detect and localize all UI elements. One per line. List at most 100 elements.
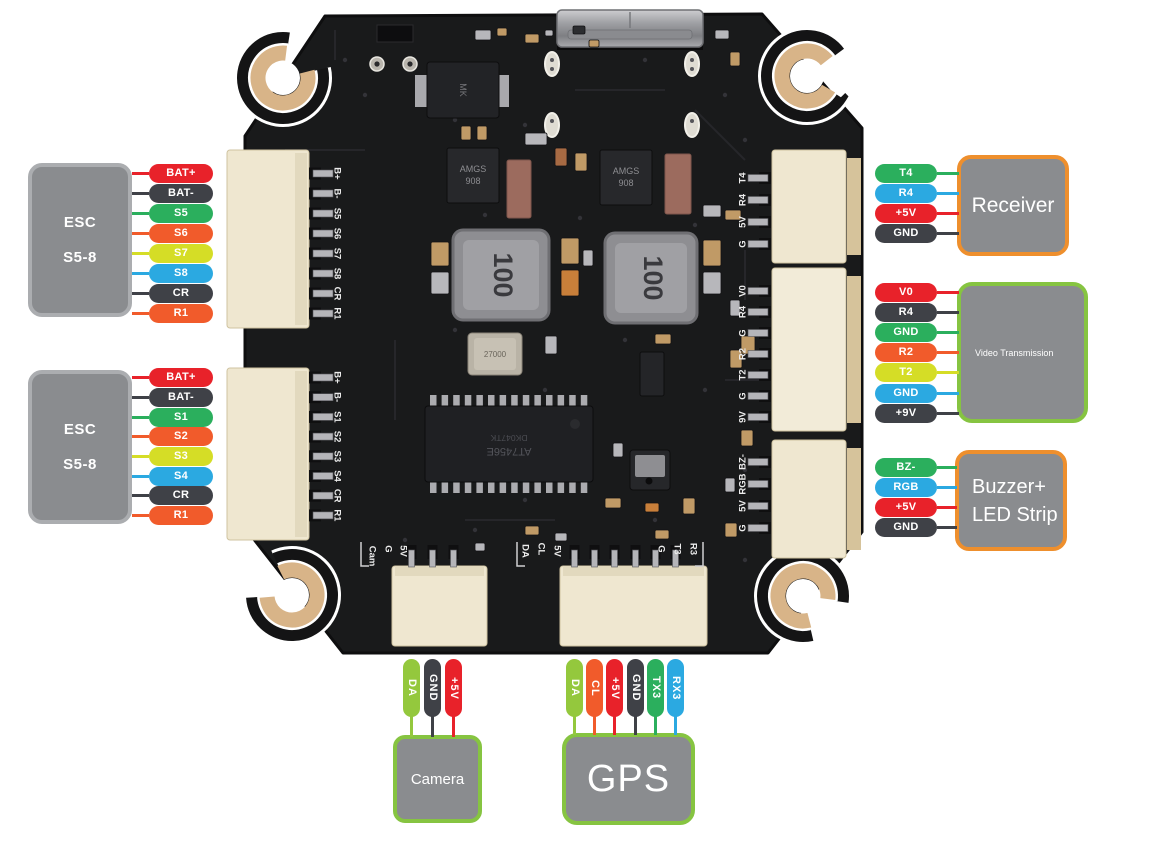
pin-label: GND xyxy=(893,521,919,533)
silkscreen-left_top-S8: S8 xyxy=(331,268,342,280)
pin-pill-gps-CL: CL xyxy=(586,659,603,717)
silkscreen-left_bottom-B-: B- xyxy=(331,392,342,402)
wire-buzzer-GND xyxy=(937,526,957,529)
silkscreen-left_bottom-S4: S4 xyxy=(331,470,342,482)
svg-text:MK: MK xyxy=(458,83,468,97)
svg-text:AMGS: AMGS xyxy=(613,166,640,176)
silkscreen-bottom_right-R3: R3 xyxy=(687,543,698,555)
silkscreen-left_bottom-CR: CR xyxy=(331,489,342,503)
wire-camera-GND xyxy=(431,716,434,737)
silkscreen-left_top-R1: R1 xyxy=(331,307,342,320)
pin-pill-receiver-T4: T4 xyxy=(875,164,937,183)
pin-label: GND xyxy=(893,387,919,399)
silkscreen-left_top-CR: CR xyxy=(331,287,342,301)
wire-esc_bottom-S4 xyxy=(132,475,149,478)
pin-pill-esc_bottom-S4: S4 xyxy=(149,467,213,486)
pin-pill-esc_bottom-R1: R1 xyxy=(149,506,213,525)
silkscreen-right_middle-R4: R4 xyxy=(738,305,749,318)
pin-pill-video-+9V: +9V xyxy=(875,404,937,423)
regulator-mosfet-chip: MK xyxy=(415,61,509,119)
pin-label: GND xyxy=(427,674,439,702)
pin-pill-gps-+5V: +5V xyxy=(606,659,623,717)
wire-video-+9V xyxy=(937,412,959,415)
wire-gps-+5V xyxy=(613,716,616,735)
svg-text:908: 908 xyxy=(465,176,480,186)
receiver-connector xyxy=(771,149,847,264)
pin-pill-gps-GND: GND xyxy=(627,659,644,717)
pin-pill-esc_bottom-S1: S1 xyxy=(149,408,213,427)
svg-text:DK047TK: DK047TK xyxy=(490,433,527,443)
pin-label: DA xyxy=(406,679,418,697)
pin-pill-receiver-+5V: +5V xyxy=(875,204,937,223)
wire-esc_bottom-R1 xyxy=(132,514,149,517)
pin-label: +9V xyxy=(895,407,917,419)
svg-text:100: 100 xyxy=(488,252,518,297)
wire-esc_top-R1 xyxy=(132,312,149,315)
pin-label: R1 xyxy=(173,509,189,521)
buzzer-label-line1: Buzzer+ xyxy=(972,475,1046,498)
barometer-sensor xyxy=(629,449,671,491)
pin-label: GND xyxy=(893,326,919,338)
video-transmission-label: Video Transmission xyxy=(975,347,1054,358)
receiver-label: Receiver xyxy=(971,193,1055,217)
wire-esc_top-BAT- xyxy=(132,192,149,195)
pin-pill-gps-DA: DA xyxy=(566,659,583,717)
silkscreen-right_middle-R2: R2 xyxy=(738,348,749,360)
silkscreen-right_middle-G: G xyxy=(738,392,749,399)
wire-esc_top-BAT+ xyxy=(132,172,149,175)
esc-top-label-2: S5-8 xyxy=(63,249,97,266)
wire-esc_bottom-BAT+ xyxy=(132,376,149,379)
osd-chip: AT7456E DK047TK xyxy=(424,395,594,493)
silkscreen-left_top-S6: S6 xyxy=(331,228,342,240)
wire-receiver-T4 xyxy=(937,172,959,175)
wire-esc_top-S6 xyxy=(132,232,149,235)
pin-label: S8 xyxy=(173,267,189,279)
buzzer-led-label: Buzzer+ LED Strip xyxy=(959,473,1058,529)
silkscreen-bottom_left-5V: 5V xyxy=(397,545,408,557)
svg-text:27000: 27000 xyxy=(484,350,507,359)
silkscreen-left_top-B+: B+ xyxy=(331,167,342,180)
receiver-edge-pad xyxy=(847,158,861,255)
silkscreen-left_bottom-B+: B+ xyxy=(331,371,342,384)
wire-gps-DA xyxy=(573,716,576,735)
silkscreen-right_middle-9V: 9V xyxy=(738,411,749,423)
esc-top-box: ESC S5-8 xyxy=(28,163,132,317)
pin-label: BAT+ xyxy=(166,167,196,179)
wire-receiver-GND xyxy=(937,232,959,235)
buzzer-led-box: Buzzer+ LED Strip xyxy=(955,450,1067,551)
pin-label: R4 xyxy=(898,187,914,199)
gps-connector xyxy=(559,565,708,647)
crystal-oscillator: 27000 xyxy=(467,332,523,376)
pin-label: CR xyxy=(172,489,190,501)
silkscreen-left_top-S5: S5 xyxy=(331,208,342,220)
wire-esc_bottom-CR xyxy=(132,494,149,497)
pin-pill-buzzer-+5V: +5V xyxy=(875,498,937,517)
camera-connector xyxy=(391,565,488,647)
mounting-ring-top-right xyxy=(758,27,856,125)
pin-label: TX3 xyxy=(650,676,662,700)
wire-video-R4 xyxy=(937,311,959,314)
buzzer-label-line2: LED Strip xyxy=(972,503,1058,526)
wire-receiver-+5V xyxy=(937,212,959,215)
pin-pill-gps-RX3: RX3 xyxy=(667,659,684,717)
esc-bottom-box: ESC S5-8 xyxy=(28,370,132,524)
pin-pill-video-GND: GND xyxy=(875,384,937,403)
pin-label: R2 xyxy=(898,346,914,358)
pin-pill-video-GND: GND xyxy=(875,323,937,342)
svg-text:100: 100 xyxy=(638,255,668,300)
pin-pill-buzzer-RGB: RGB xyxy=(875,478,937,497)
silkscreen-right_top-G: G xyxy=(738,240,749,247)
esc-top-label-1: ESC xyxy=(63,214,97,231)
svg-text:AMGS: AMGS xyxy=(460,164,487,174)
pin-label: T2 xyxy=(899,366,913,378)
pin-pill-esc_top-BAT-: BAT- xyxy=(149,184,213,203)
pin-label: S1 xyxy=(173,411,189,423)
pin-label: S5 xyxy=(173,207,189,219)
wire-esc_bottom-S1 xyxy=(132,416,149,419)
pin-pill-esc_top-CR: CR xyxy=(149,284,213,303)
pin-pill-esc_bottom-CR: CR xyxy=(149,486,213,505)
pin-pill-esc_top-S5: S5 xyxy=(149,204,213,223)
pin-pill-camera-GND: GND xyxy=(424,659,441,717)
pin-label: BZ- xyxy=(896,461,916,473)
